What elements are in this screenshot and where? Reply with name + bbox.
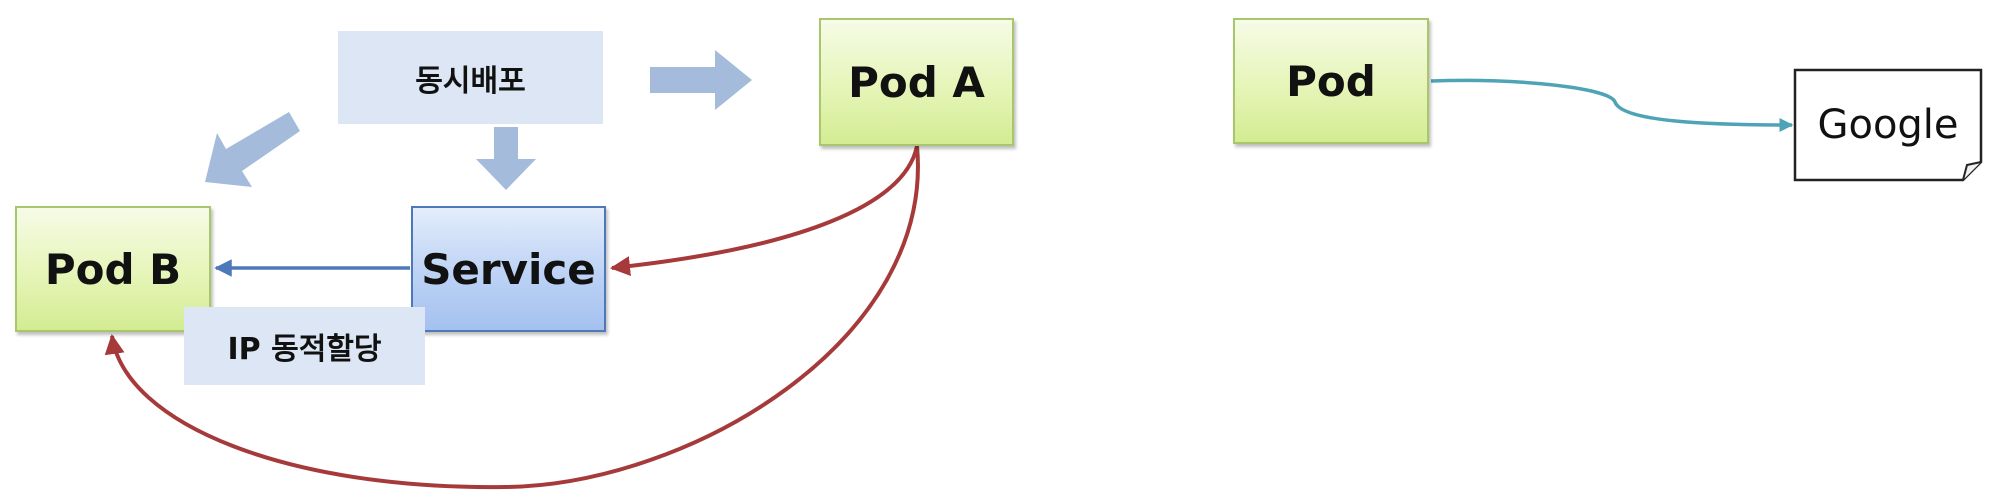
pod-b-node: Pod B (15, 206, 211, 332)
simultaneous-deploy-label: 동시배포 (338, 31, 603, 124)
deploy-arrow-down (476, 127, 536, 190)
deploy-arrow-right (650, 50, 752, 110)
service-node: Service (411, 206, 606, 332)
document-shape-icon (1793, 68, 1983, 182)
pod-a-to-pod-b-connector (104, 145, 920, 490)
deploy-arrow-down-left (205, 112, 300, 187)
google-document-node: Google (1793, 68, 1983, 182)
ip-dynamic-label: IP 동적할당 (184, 307, 425, 385)
pod-a-to-service-connector (610, 145, 919, 277)
pod-to-google-connector (1430, 78, 1794, 132)
google-label: Google (1817, 102, 1959, 148)
pod-node: Pod (1233, 18, 1429, 144)
pod-a-node: Pod A (819, 18, 1014, 146)
